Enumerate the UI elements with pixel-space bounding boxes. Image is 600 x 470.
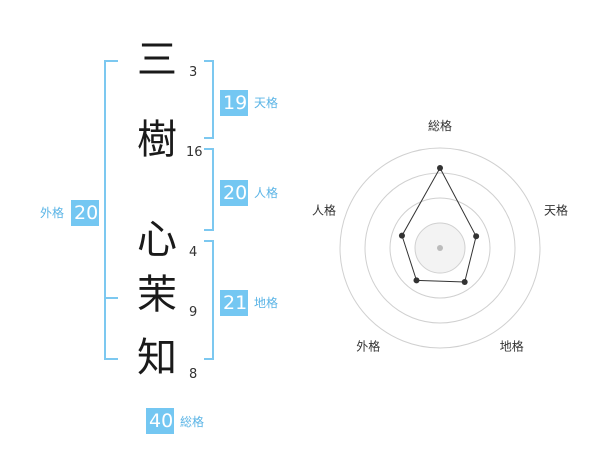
radar-ring	[364, 172, 516, 324]
radar-point	[437, 165, 443, 171]
stroke-count-2: 16	[186, 145, 203, 160]
radar-axis-label-soukaku: 総格	[428, 118, 452, 133]
tenkaku-value-badge: 19	[220, 90, 248, 116]
radar-ring	[339, 147, 541, 349]
tenkaku-bracket-vertical	[212, 60, 214, 139]
radar-point	[461, 278, 468, 285]
tenkaku-bracket-bottom	[204, 137, 214, 139]
gaikaku-bracket-mid	[104, 297, 118, 299]
chikaku-bracket-bottom	[204, 358, 214, 360]
gaikaku-label: 外格	[40, 206, 65, 220]
chikaku-label: 地格	[254, 296, 279, 310]
stroke-count-5: 8	[189, 367, 198, 382]
soukaku-value-badge: 40	[146, 408, 174, 434]
stroke-count-4: 9	[189, 305, 198, 320]
radar-chart: 総格 天格 地格 外格 人格	[312, 118, 568, 354]
radar-point	[473, 233, 480, 240]
stroke-count-3: 4	[189, 245, 198, 260]
tenkaku-label: 天格	[254, 96, 279, 110]
name-char-3: 心	[137, 217, 177, 263]
chikaku-value-badge: 21	[220, 290, 248, 316]
radar-points	[398, 165, 480, 285]
soukaku-label: 総格	[180, 415, 205, 429]
radar-polygon	[401, 166, 477, 283]
stroke-count-1: 3	[189, 65, 198, 80]
gaikaku-value-badge: 20	[71, 200, 99, 226]
radar-axis-label-tenkaku: 天格	[544, 202, 568, 217]
radar-center	[437, 245, 443, 251]
radar-ring	[389, 197, 491, 299]
name-char-4: 茉	[137, 272, 177, 318]
radar-axis-label-gaikaku: 外格	[356, 339, 380, 354]
name-char-2: 樹	[137, 117, 177, 163]
name-char-5: 知	[137, 335, 177, 381]
chikaku-bracket-top	[204, 240, 214, 242]
jinkaku-label: 人格	[254, 186, 279, 200]
name-char-1: 三	[137, 37, 177, 83]
radar-axis-label-chikaku: 地格	[500, 339, 524, 354]
gaikaku-bracket-top	[104, 60, 118, 62]
jinkaku-bracket-bottom	[204, 229, 214, 231]
jinkaku-value-badge: 20	[220, 180, 248, 206]
radar-axis-label-jinkaku: 人格	[312, 202, 336, 217]
gaikaku-bracket-vertical	[104, 60, 106, 360]
chikaku-bracket-vertical	[212, 240, 214, 360]
tenkaku-bracket-top	[204, 60, 214, 62]
radar-point	[398, 232, 405, 239]
jinkaku-bracket-top	[204, 148, 214, 150]
gaikaku-bracket-bottom	[104, 358, 118, 360]
jinkaku-bracket-vertical	[212, 148, 214, 231]
radar-point	[413, 277, 420, 284]
